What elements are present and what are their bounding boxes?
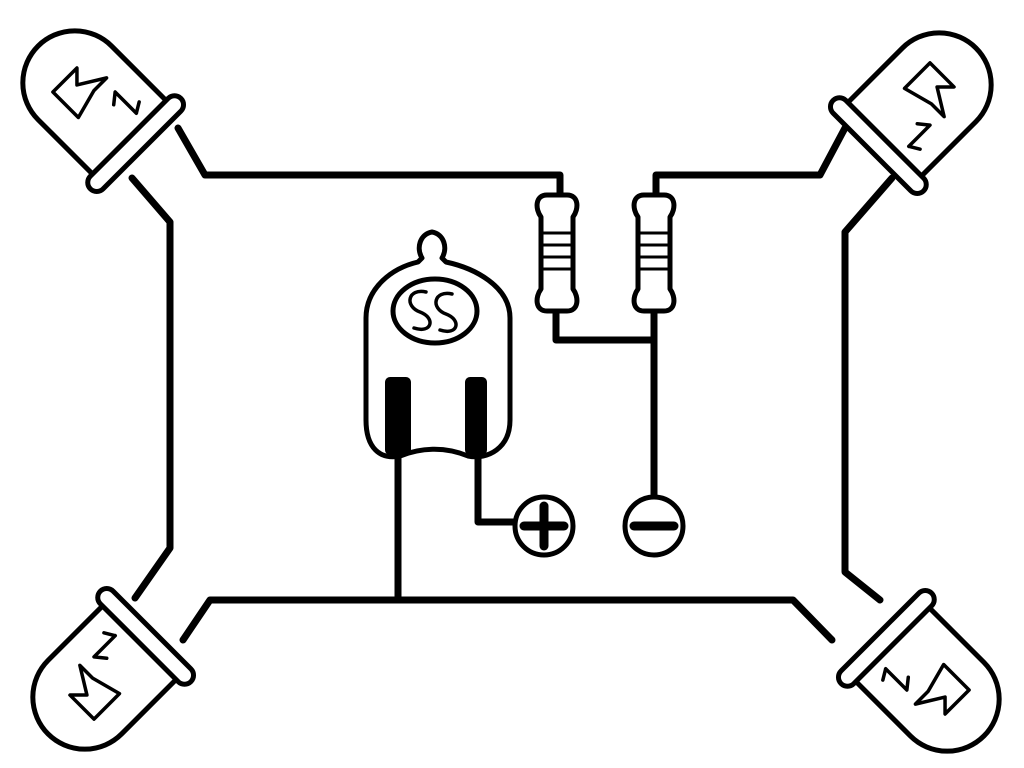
led-icon bbox=[835, 587, 1024, 768]
wire-resistor-join bbox=[552, 304, 658, 344]
wire-positive bbox=[474, 451, 519, 526]
terminal-negative bbox=[622, 494, 686, 558]
led-icon bbox=[827, 3, 1021, 197]
led-top-left bbox=[0, 1, 187, 195]
wire-bottom-rail bbox=[179, 596, 836, 644]
wire-top-left bbox=[174, 124, 564, 202]
led-top-right bbox=[827, 3, 1021, 197]
led-bottom-right bbox=[835, 587, 1024, 768]
terminal-positive bbox=[512, 494, 576, 558]
resistor-icon bbox=[634, 195, 674, 311]
led-icon bbox=[0, 1, 187, 195]
transistor-icon bbox=[363, 229, 513, 460]
resistor-left bbox=[537, 195, 577, 311]
wire-left-side bbox=[128, 174, 174, 602]
resistor-right bbox=[634, 195, 674, 311]
led-icon bbox=[3, 585, 197, 768]
plus-icon bbox=[512, 494, 576, 558]
wiring bbox=[128, 124, 896, 644]
resistor-icon bbox=[537, 195, 577, 311]
transistor bbox=[363, 229, 513, 460]
wire-top-right bbox=[652, 124, 849, 202]
wire-right-side bbox=[841, 174, 896, 604]
led-bottom-left bbox=[3, 585, 197, 768]
minus-icon bbox=[622, 494, 686, 558]
